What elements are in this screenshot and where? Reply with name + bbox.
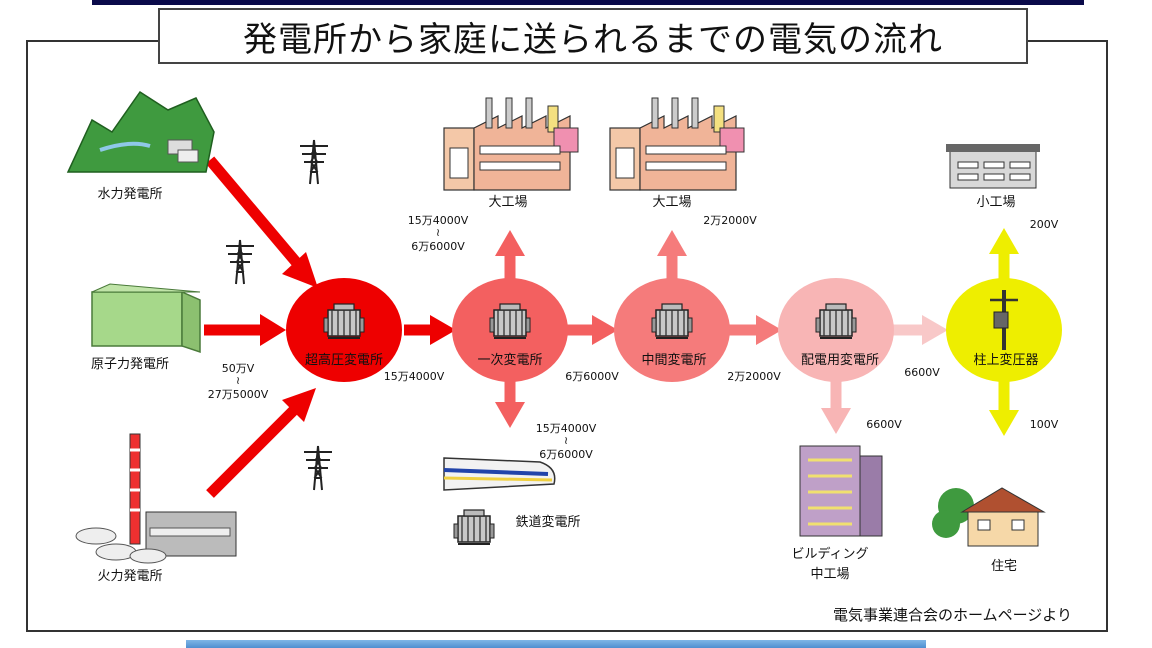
- voltage-building: 6600V: [866, 418, 902, 431]
- pole-transformer: [946, 278, 1062, 382]
- train-icon: [443, 457, 556, 491]
- voltage-factory1-tilde: ≀: [436, 226, 440, 239]
- top-bar: [92, 0, 1084, 5]
- railway-transformer-icon: [453, 509, 495, 545]
- voltage-plant-bottom: 27万5000V: [208, 388, 269, 401]
- label-small-factory: 小工場: [976, 195, 1015, 210]
- voltage-small-factory: 200V: [1030, 218, 1059, 231]
- tower-icon: [225, 239, 255, 285]
- factory-icon: [609, 97, 745, 191]
- factory-icon: [443, 97, 579, 191]
- label-primary: 一次変電所: [477, 352, 542, 368]
- tower-icon: [303, 445, 333, 491]
- voltage-primary-intermediate: 6万6000V: [565, 370, 619, 383]
- source-credit: 電気事業連合会のホームページより: [833, 606, 1072, 624]
- voltage-railway-top: 15万4000V: [536, 422, 597, 435]
- bottom-bar: [186, 640, 926, 648]
- substation-intermediate: [614, 278, 730, 382]
- page-title: 発電所から家庭に送られるまでの電気の流れ: [243, 19, 943, 60]
- substation-distribution: [778, 278, 894, 382]
- voltage-railway-tilde: ≀: [564, 434, 568, 447]
- label-nuclear: 原子力発電所: [91, 357, 169, 372]
- label-intermediate: 中間変電所: [641, 352, 706, 368]
- voltage-factory1-bottom: 6万6000V: [411, 240, 465, 253]
- label-house: 住宅: [991, 559, 1017, 574]
- voltage-distribution-pole: 6600V: [904, 366, 940, 379]
- building-icon: [799, 445, 883, 537]
- voltage-railway-bottom: 6万6000V: [539, 448, 593, 461]
- voltage-factory2: 2万2000V: [703, 214, 757, 227]
- substation-ultra: [286, 278, 402, 382]
- flow-arrows: [404, 228, 1019, 436]
- label-railway: 鉄道変電所: [515, 514, 580, 530]
- nuclear-plant-icon: [91, 283, 201, 354]
- voltage-house: 100V: [1030, 418, 1059, 431]
- label-distribution: 配電用変電所: [801, 352, 879, 368]
- voltage-factory1-top: 15万4000V: [408, 214, 469, 227]
- house-icon: [932, 487, 1046, 547]
- label-factory2: 大工場: [652, 195, 691, 210]
- title-box: 発電所から家庭に送られるまでの電気の流れ: [158, 8, 1028, 64]
- label-ultra: 超高圧変電所: [305, 352, 383, 368]
- label-factory1: 大工場: [488, 195, 527, 210]
- voltage-plant-top: 50万V: [222, 362, 255, 375]
- thermal-plant-icon: [75, 433, 237, 564]
- tower-icon: [299, 139, 329, 185]
- substation-primary: [452, 278, 568, 382]
- plant-arrows: [204, 156, 318, 498]
- label-thermal: 火力発電所: [97, 569, 162, 584]
- small-factory-icon: [946, 144, 1040, 189]
- voltage-intermediate-distribution: 2万2000V: [727, 370, 781, 383]
- label-building-1: ビルディング: [791, 546, 868, 562]
- voltage-ultra-primary: 15万4000V: [384, 370, 445, 383]
- label-pole: 柱上変圧器: [973, 352, 1038, 368]
- label-hydro: 水力発電所: [97, 187, 162, 202]
- hydro-plant-icon: [66, 90, 215, 173]
- label-building-2: 中工場: [810, 567, 849, 582]
- voltage-plant-tilde: ≀: [236, 374, 240, 387]
